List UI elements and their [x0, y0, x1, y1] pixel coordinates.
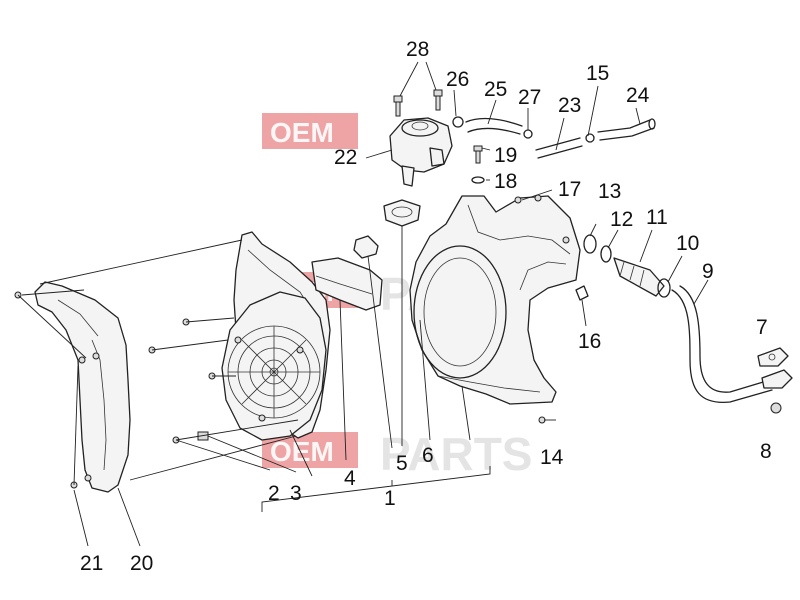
callout-25: 25 [484, 78, 507, 101]
part-27-clamp [523, 129, 533, 139]
part-11-duct [613, 257, 665, 297]
callout-26: 26 [446, 68, 469, 91]
callout-17: 17 [558, 178, 581, 201]
watermark-vertical-top: BIKE [364, 128, 374, 150]
watermark-top: OEM BIKE [262, 113, 374, 150]
callout-23: 23 [558, 94, 581, 117]
main-case [409, 194, 581, 405]
callout-9: 9 [702, 260, 714, 283]
part-2-screws [148, 318, 216, 444]
part-7-gasket-2 [761, 369, 793, 389]
part-20-cover [34, 281, 131, 493]
part-4-filter-block [311, 257, 383, 311]
callout-19: 19 [494, 144, 517, 167]
watermark-vertical-bottom: BIKE [364, 448, 374, 470]
part-23-pipe [535, 137, 583, 159]
watermark-brand-top: OEM [270, 117, 334, 148]
callout-27: 27 [518, 86, 541, 109]
leader-lines [17, 61, 709, 547]
part-9-pipe [671, 285, 773, 403]
part-25-hose [465, 117, 523, 135]
callout-3: 3 [290, 482, 302, 505]
part-12-clamp [600, 245, 612, 263]
part-13-clamp [583, 234, 597, 254]
callout-4: 4 [344, 467, 356, 490]
callout-2: 2 [268, 482, 280, 505]
callout-12: 12 [610, 208, 633, 231]
part-7-gasket [757, 347, 789, 367]
part-24-hose [597, 118, 656, 141]
fan-cover-grille [221, 291, 327, 441]
part-5-clip [353, 235, 379, 259]
part-26-clamp [452, 116, 464, 128]
part-21-screws [14, 291, 86, 489]
part-22-air-valve [389, 117, 453, 187]
callout-10: 10 [676, 232, 699, 255]
part-16-clip [575, 285, 589, 301]
watermark-brand-bottom: OEM [270, 436, 334, 467]
part-14-screw [538, 416, 556, 424]
part-6-seal [383, 199, 421, 227]
callout-5: 5 [396, 452, 408, 475]
callout-11: 11 [646, 206, 668, 229]
part-18-washer [471, 176, 485, 184]
callout-21: 21 [80, 552, 103, 575]
watermark-suffix-bottom: PARTS [380, 428, 533, 480]
callout-8: 8 [760, 440, 772, 463]
part-15-clamp [585, 133, 595, 143]
callout-1: 1 [384, 487, 396, 510]
callout-22: 22 [334, 146, 357, 169]
callout-24: 24 [626, 84, 650, 107]
callout-14: 14 [540, 446, 564, 469]
callout-16: 16 [578, 330, 601, 353]
part-10-clamp [657, 278, 671, 298]
callout-6: 6 [422, 444, 434, 467]
part-8-nut [770, 402, 782, 414]
part-19-bolt [473, 145, 483, 164]
part-17-screw [514, 196, 522, 204]
callout-labels: 1 2 3 4 5 6 7 8 9 10 11 12 13 14 15 16 1… [80, 38, 772, 575]
callout-18: 18 [494, 170, 517, 193]
callout-15: 15 [586, 62, 609, 85]
part-28-screws [393, 89, 443, 117]
callout-7: 7 [756, 316, 768, 339]
callout-13: 13 [598, 180, 621, 203]
callout-20: 20 [130, 552, 153, 575]
callout-28: 28 [406, 38, 429, 61]
